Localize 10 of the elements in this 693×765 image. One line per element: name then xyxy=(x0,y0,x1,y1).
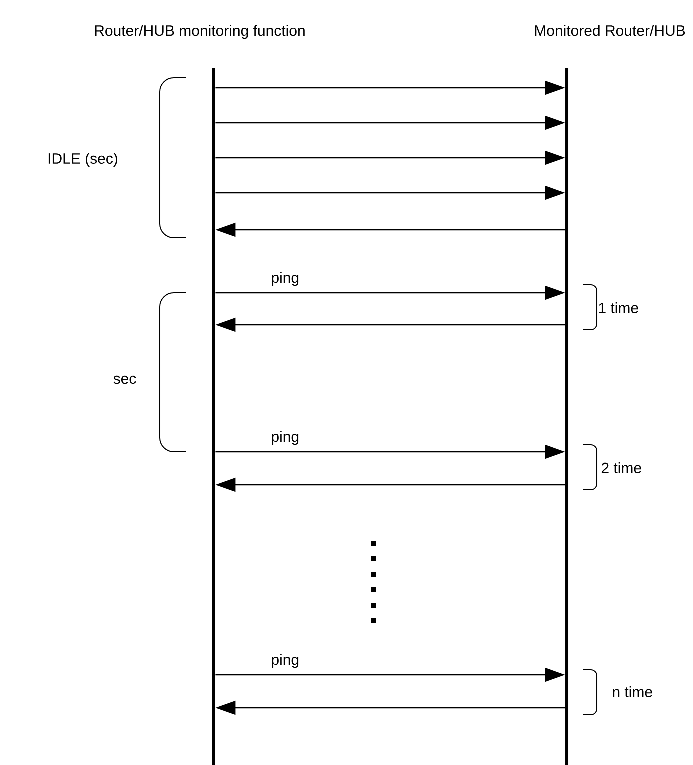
brace-label: 1 time xyxy=(599,302,638,314)
edge-label: ping xyxy=(270,430,301,446)
edge-label: ping xyxy=(270,271,301,288)
brace-label: 2 time xyxy=(602,462,642,474)
brace-label: n time xyxy=(613,686,652,698)
node-label: Router/HUB monitoring function xyxy=(95,25,305,40)
node-label: Monitored Router/HUB xyxy=(535,25,686,36)
brace-label: sec xyxy=(114,376,136,384)
edge-label: ping xyxy=(270,653,301,670)
brace-label: IDLE (sec) xyxy=(48,153,118,167)
